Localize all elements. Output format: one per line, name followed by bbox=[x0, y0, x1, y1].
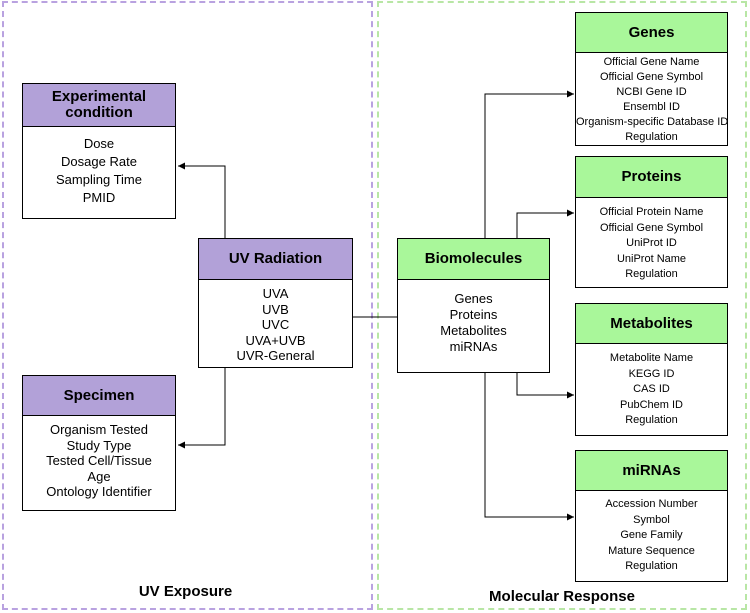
experimental-condition-entity: Experimental condition Dose Dosage Rate … bbox=[22, 83, 176, 219]
connector-uv-to-specimen bbox=[178, 368, 226, 449]
biomolecules-entity: Biomolecules Genes Proteins Metabolites … bbox=[397, 238, 550, 373]
attr-symbol: Symbol bbox=[633, 513, 670, 526]
specimen-entity: Specimen Organism Tested Study Type Test… bbox=[22, 375, 176, 511]
attr-protein-gene-symbol: Official Gene Symbol bbox=[599, 221, 704, 234]
proteins-title: Proteins bbox=[576, 157, 727, 198]
attr-pubchem-id: PubChem ID bbox=[620, 398, 683, 411]
attr-uvr-general: UVR-General bbox=[236, 348, 315, 363]
attr-kegg-id: KEGG ID bbox=[628, 367, 675, 380]
attr-official-gene-symbol: Official Gene Symbol bbox=[599, 71, 704, 83]
attr-uniprot-name: UniProt Name bbox=[616, 252, 687, 265]
genes-entity: Genes Official Gene Name Official Gene S… bbox=[575, 12, 728, 146]
attr-mirnas: miRNAs bbox=[449, 339, 498, 354]
attr-official-protein-name: Official Protein Name bbox=[599, 206, 704, 218]
attr-uniprot-id: UniProt ID bbox=[626, 237, 677, 249]
attr-study-type: Study Type bbox=[66, 437, 132, 453]
attr-uvc: UVC bbox=[261, 317, 290, 332]
uv-exposure-region bbox=[2, 1, 373, 610]
biomolecules-title: Biomolecules bbox=[398, 239, 549, 280]
connector-uv-to-experimental bbox=[178, 162, 226, 238]
attr-uvb: UVB bbox=[262, 301, 289, 317]
metabolites-entity: Metabolites Metabolite Name KEGG ID CAS … bbox=[575, 303, 728, 436]
attr-gene-family: Gene Family bbox=[620, 529, 683, 541]
attr-uva: UVA bbox=[262, 286, 289, 301]
attr-ensembl-id: Ensembl ID bbox=[623, 101, 680, 113]
attr-metabolites: Metabolites bbox=[440, 323, 507, 338]
attr-dosage-rate: Dosage Rate bbox=[61, 154, 137, 169]
attr-ncbi-gene-id: NCBI Gene ID bbox=[616, 86, 687, 98]
attr-genes: Genes bbox=[454, 291, 493, 306]
attr-sampling-time: Sampling Time bbox=[56, 172, 142, 187]
experimental-condition-title: Experimental condition bbox=[23, 84, 175, 127]
attr-official-gene-name: Official Gene Name bbox=[603, 56, 700, 68]
molecular-response-label: Molecular Response bbox=[489, 588, 635, 605]
attr-organism-tested: Organism Tested bbox=[49, 422, 149, 437]
attr-organism-specific-database-id: Organism-specific Database ID bbox=[576, 116, 729, 128]
attr-proteins: Proteins bbox=[449, 307, 498, 322]
molecular-response-region bbox=[377, 1, 747, 610]
attr-uva-uvb: UVA+UVB bbox=[245, 332, 306, 348]
uv-radiation-entity: UV Radiation UVA UVB UVC UVA+UVB UVR-Gen… bbox=[198, 238, 353, 368]
attr-metabolite-regulation: Regulation bbox=[625, 414, 678, 426]
attr-pmid: PMID bbox=[82, 190, 116, 205]
attr-metabolite-name: Metabolite Name bbox=[609, 352, 694, 364]
genes-title: Genes bbox=[576, 13, 727, 53]
proteins-entity: Proteins Official Protein Name Official … bbox=[575, 156, 728, 288]
uv-exposure-label: UV Exposure bbox=[138, 583, 233, 600]
specimen-title: Specimen bbox=[23, 376, 175, 416]
mirnas-title: miRNAs bbox=[576, 451, 727, 491]
attr-accession-number: Accession Number bbox=[605, 498, 698, 510]
attr-age: Age bbox=[87, 468, 111, 484]
mirnas-entity: miRNAs Accession Number Symbol Gene Fami… bbox=[575, 450, 728, 582]
connector-biomolecules-to-metabolites bbox=[516, 373, 574, 399]
metabolites-title: Metabolites bbox=[576, 304, 727, 344]
attr-tested-cell-tissue: Tested Cell/Tissue bbox=[46, 453, 152, 468]
uv-radiation-title: UV Radiation bbox=[199, 239, 352, 280]
attr-mature-sequence: Mature Sequence bbox=[608, 544, 695, 557]
attr-mirna-regulation: Regulation bbox=[625, 560, 678, 572]
attr-ontology-identifier: Ontology Identifier bbox=[46, 484, 152, 499]
attr-dose: Dose bbox=[83, 136, 115, 151]
connector-biomolecules-to-mirnas bbox=[484, 373, 574, 521]
connector-biomolecules-to-genes bbox=[484, 90, 574, 238]
attr-gene-regulation: Regulation bbox=[625, 131, 678, 143]
connector-biomolecules-to-proteins bbox=[516, 209, 574, 238]
attr-protein-regulation: Regulation bbox=[625, 268, 678, 280]
attr-cas-id: CAS ID bbox=[633, 383, 670, 395]
